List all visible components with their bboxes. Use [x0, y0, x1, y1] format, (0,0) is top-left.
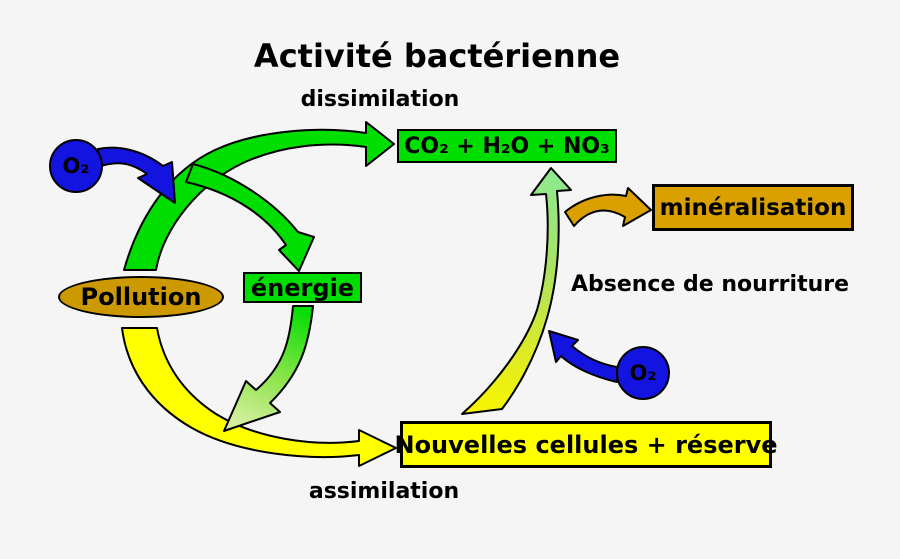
mineralisation-box: minéralisation: [652, 184, 854, 231]
pollution-ellipse: Pollution: [58, 276, 224, 318]
co2-h2o-no3-box: CO₂ + H₂O + NO₃: [397, 129, 617, 163]
o2-bottom-arrow: [548, 330, 618, 383]
energie-box: énergie: [243, 272, 362, 303]
nouvelles-cellules-box: Nouvelles cellules + réserve: [394, 421, 778, 468]
dissimilation-label: dissimilation: [300, 86, 460, 112]
absence-de-nourriture-label: Absence de nourriture: [570, 271, 850, 297]
mineralisation-arrow: [564, 187, 652, 227]
o2-circle-bottom: O₂: [616, 346, 670, 400]
diagram-title: Activité bactérienne: [253, 37, 621, 75]
dissimilation-arrow-main: [123, 121, 395, 271]
energie-to-assimilation-arrow: [223, 305, 314, 432]
o2-top-arrow: [97, 146, 176, 204]
assimilation-arrow: [121, 327, 397, 467]
assimilation-label: assimilation: [308, 478, 460, 504]
reserve-consumption-arrow: [461, 167, 572, 415]
o2-circle-top: O₂: [49, 139, 103, 193]
energie-branch-arrow: [185, 163, 315, 272]
